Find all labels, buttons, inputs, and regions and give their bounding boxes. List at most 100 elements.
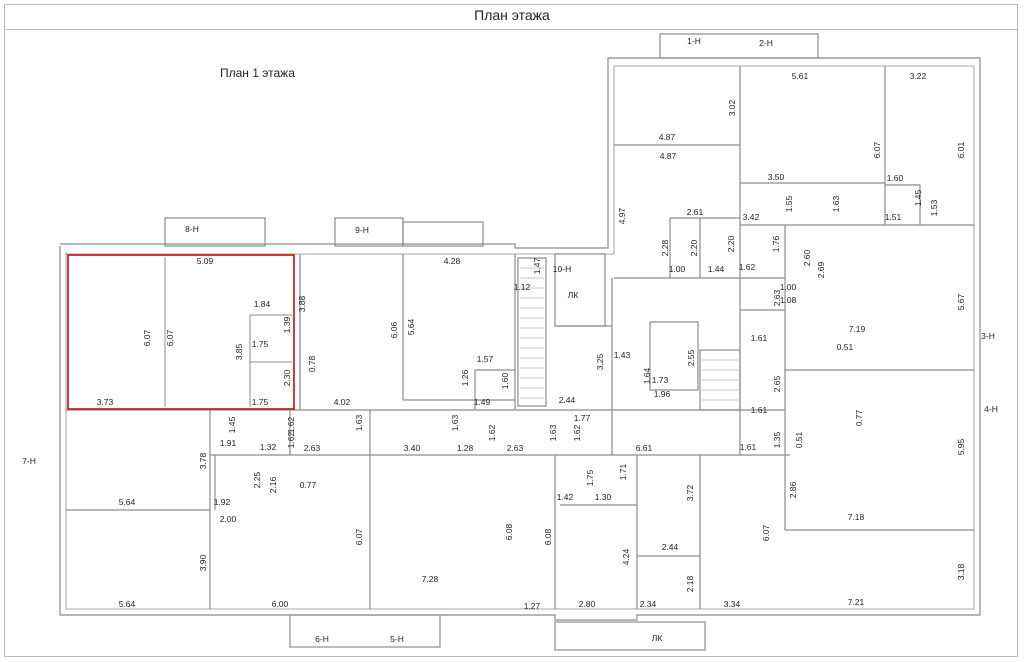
- dimension-label: 1.42: [557, 492, 574, 502]
- dimension-label: 2.30: [282, 369, 292, 386]
- dimension-label: 1.45: [227, 416, 237, 433]
- dimension-label: 2.63: [304, 443, 321, 453]
- dimension-label: 1.30: [595, 492, 612, 502]
- dimension-label: 6.06: [389, 321, 399, 338]
- dimension-label: 2.20: [726, 235, 736, 252]
- dimension-label: 3.18: [956, 563, 966, 580]
- dimension-label: 5.09: [197, 256, 214, 266]
- dimension-label: 1.96: [654, 389, 671, 399]
- dimension-label: 1.91: [220, 438, 237, 448]
- dimension-label: ЛК: [568, 290, 579, 300]
- dimension-label: 1.53: [929, 199, 939, 216]
- dimension-label: 2-Н: [759, 38, 773, 48]
- dimension-label: 1.39: [282, 316, 292, 333]
- dimension-label: 1.32: [260, 442, 277, 452]
- dimension-label: 3.88: [297, 295, 307, 312]
- dimension-label: 1.08: [780, 295, 797, 305]
- page-title: План этажа: [474, 7, 550, 23]
- dimension-label: 1.61: [751, 333, 768, 343]
- dimension-label: 1-Н: [687, 36, 701, 46]
- dimension-label: 2.80: [579, 599, 596, 609]
- dimension-label: 1.43: [614, 350, 631, 360]
- dimension-label: 4.24: [621, 548, 631, 565]
- dimension-label: 1.00: [669, 264, 686, 274]
- dimension-label: 6.08: [504, 523, 514, 540]
- dimension-label: 1.62: [487, 424, 497, 441]
- dimension-label: 1.92: [214, 497, 231, 507]
- dimension-label: 3.85: [234, 343, 244, 360]
- dimension-label: 1.62: [572, 424, 582, 441]
- dimension-label: 7.28: [422, 574, 439, 584]
- dimension-label: 1.49: [474, 397, 491, 407]
- dimension-label: 1.35: [772, 431, 782, 448]
- dimension-label: 1.62: [739, 262, 756, 272]
- dimension-label: 1.51: [885, 212, 902, 222]
- dimension-label: 3.90: [198, 554, 208, 571]
- drawing-frame: [4, 4, 1018, 657]
- dimension-label: 2.44: [662, 542, 679, 552]
- floor-subtitle: План 1 этажа: [220, 66, 295, 80]
- highlighted-unit[interactable]: [67, 254, 295, 410]
- dimension-label: 1.00: [780, 282, 797, 292]
- dimension-label: 1.12: [514, 282, 531, 292]
- dimension-label: 1.63: [354, 414, 364, 431]
- dimension-label: 0.77: [854, 409, 864, 426]
- dimension-label: 3.50: [768, 172, 785, 182]
- dimension-label: 1.63: [548, 424, 558, 441]
- dimension-label: 6.00: [272, 599, 289, 609]
- dimension-label: 5.61: [792, 71, 809, 81]
- dimension-label: 0.51: [794, 431, 804, 448]
- dimension-label: 1.26: [460, 369, 470, 386]
- dimension-label: 8-Н: [185, 224, 199, 234]
- dimension-label: 2.60: [802, 249, 812, 266]
- dimension-label: 1.63: [450, 414, 460, 431]
- dimension-label: 6.07: [165, 329, 175, 346]
- dimension-label: 1.60: [500, 372, 510, 389]
- dimension-label: 6.07: [142, 329, 152, 346]
- dimension-label: 6.07: [872, 141, 882, 158]
- dimension-label: 1.47: [532, 257, 542, 274]
- dimension-label: 6.07: [354, 528, 364, 545]
- dimension-label: 3.40: [404, 443, 421, 453]
- dimension-label: 1.45: [913, 189, 923, 206]
- dimension-label: 7.18: [848, 512, 865, 522]
- dimension-label: 1.77: [574, 413, 591, 423]
- dimension-label: 4-Н: [984, 404, 998, 414]
- dimension-label: 1.62: [286, 431, 296, 448]
- dimension-label: 0.78: [307, 355, 317, 372]
- dimension-label: 1.75: [252, 397, 269, 407]
- dimension-label: 5.64: [119, 497, 136, 507]
- dimension-label: 5-Н: [390, 634, 404, 644]
- dimension-label: 1.28: [457, 443, 474, 453]
- dimension-label: 1.27: [524, 601, 541, 611]
- dimension-label: 4.87: [659, 132, 676, 142]
- dimension-label: 1.55: [784, 195, 794, 212]
- dimension-label: 1.73: [652, 375, 669, 385]
- dimension-label: 1.44: [708, 264, 725, 274]
- dimension-label: 9-Н: [355, 225, 369, 235]
- dimension-label: 1.75: [252, 339, 269, 349]
- dimension-label: 1.63: [831, 195, 841, 212]
- walls: [59, 33, 981, 651]
- dimension-label: 10-Н: [553, 264, 571, 274]
- dimension-label: 3.78: [198, 452, 208, 469]
- dimension-label: 4.02: [334, 397, 351, 407]
- dimension-label: 2.25: [252, 471, 262, 488]
- dimension-label: 3.73: [97, 397, 114, 407]
- dimension-label: 2.63: [507, 443, 524, 453]
- dimension-label: 2.20: [689, 239, 699, 256]
- dimension-label: 1.71: [618, 463, 628, 480]
- dimension-label: 0.77: [300, 480, 317, 490]
- dimension-label: 2.34: [640, 599, 657, 609]
- dimension-label: 3.25: [595, 353, 605, 370]
- dimension-label: 2.55: [686, 349, 696, 366]
- dimension-label: 5.67: [956, 293, 966, 310]
- dimension-label: 5.64: [119, 599, 136, 609]
- dimension-label: 2.61: [687, 207, 704, 217]
- dimension-label: 2.86: [788, 481, 798, 498]
- dimension-label: ЛК: [652, 633, 663, 643]
- dimension-label: 4.97: [617, 207, 627, 224]
- dimension-label: 3-Н: [981, 331, 995, 341]
